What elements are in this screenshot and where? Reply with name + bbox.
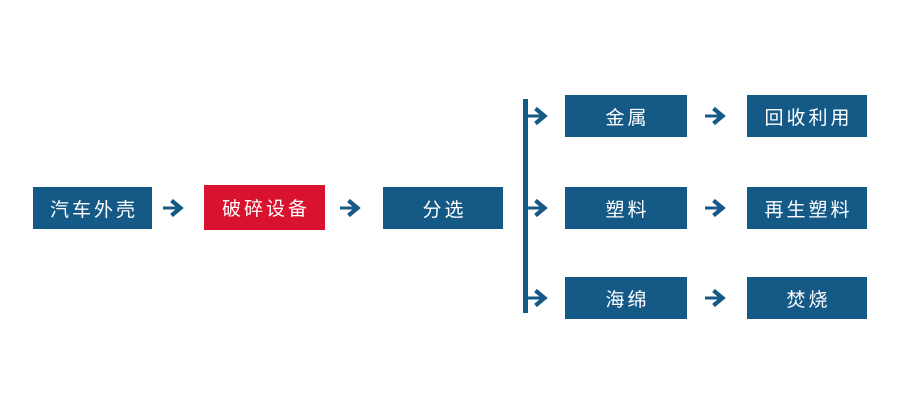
node-label: 回收利用 bbox=[764, 107, 853, 129]
node-metal: 金属 bbox=[565, 95, 687, 137]
arrow-right-icon bbox=[527, 106, 548, 126]
arrow-right-icon bbox=[340, 198, 361, 218]
node-label: 分选 bbox=[422, 199, 467, 221]
node-label: 塑料 bbox=[605, 199, 650, 221]
node-car-shell: 汽车外壳 bbox=[33, 187, 152, 229]
arrow-right-icon bbox=[705, 288, 726, 308]
node-incineration: 焚烧 bbox=[747, 277, 867, 319]
node-crusher: 破碎设备 bbox=[204, 185, 325, 230]
node-label: 破碎设备 bbox=[221, 199, 310, 220]
node-plastic: 塑料 bbox=[565, 187, 687, 229]
node-recycle-reuse: 回收利用 bbox=[747, 95, 867, 137]
node-sponge: 海绵 bbox=[565, 277, 687, 319]
node-label: 金属 bbox=[605, 107, 650, 129]
arrow-right-icon bbox=[527, 198, 548, 218]
arrow-right-icon bbox=[705, 198, 726, 218]
node-label: 再生塑料 bbox=[764, 199, 853, 221]
node-label: 汽车外壳 bbox=[49, 199, 138, 221]
node-recycled-plastic: 再生塑料 bbox=[747, 187, 867, 229]
arrow-right-icon bbox=[527, 288, 548, 308]
node-label: 焚烧 bbox=[786, 289, 831, 311]
node-sorting: 分选 bbox=[383, 187, 503, 229]
arrow-right-icon bbox=[163, 198, 184, 218]
node-label: 海绵 bbox=[605, 289, 650, 311]
branch-connector-line bbox=[523, 99, 528, 313]
arrow-right-icon bbox=[705, 106, 726, 126]
